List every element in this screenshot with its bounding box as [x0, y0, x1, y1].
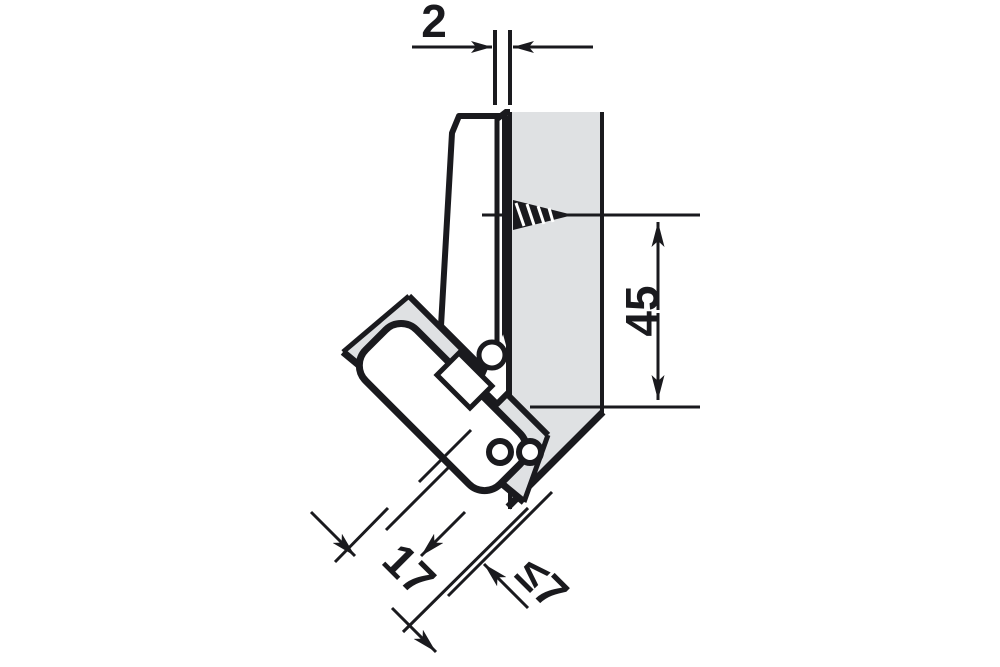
- extension-line-17-b: [384, 462, 454, 532]
- dimension-label-max-7: ≤7: [506, 546, 579, 619]
- mounting-plate: [355, 320, 544, 495]
- dimension-label-2: 2: [421, 0, 447, 47]
- dimension-label-45: 45: [616, 285, 668, 336]
- pivot-pin: [476, 339, 508, 371]
- extension-line-17-a: [333, 506, 390, 564]
- mounting-hole-2: [516, 438, 544, 466]
- dimension-arrow-7-lower: [390, 606, 438, 654]
- dimension-arrow-17-right: [419, 510, 467, 558]
- dimension-arrow-7-upper: [482, 562, 530, 610]
- mounting-screw: [513, 200, 573, 230]
- extension-line-7-b: [446, 490, 554, 598]
- extension-line-7-a: [401, 506, 530, 634]
- hinge-arm: [433, 109, 512, 412]
- dimension-offset-17: 17: [309, 462, 467, 606]
- dimension-arrow-17-left: [309, 510, 357, 558]
- mounting-hole-1: [486, 438, 514, 466]
- dimension-gap-2: 2: [412, 0, 593, 105]
- dimension-height-45: 45: [616, 222, 668, 400]
